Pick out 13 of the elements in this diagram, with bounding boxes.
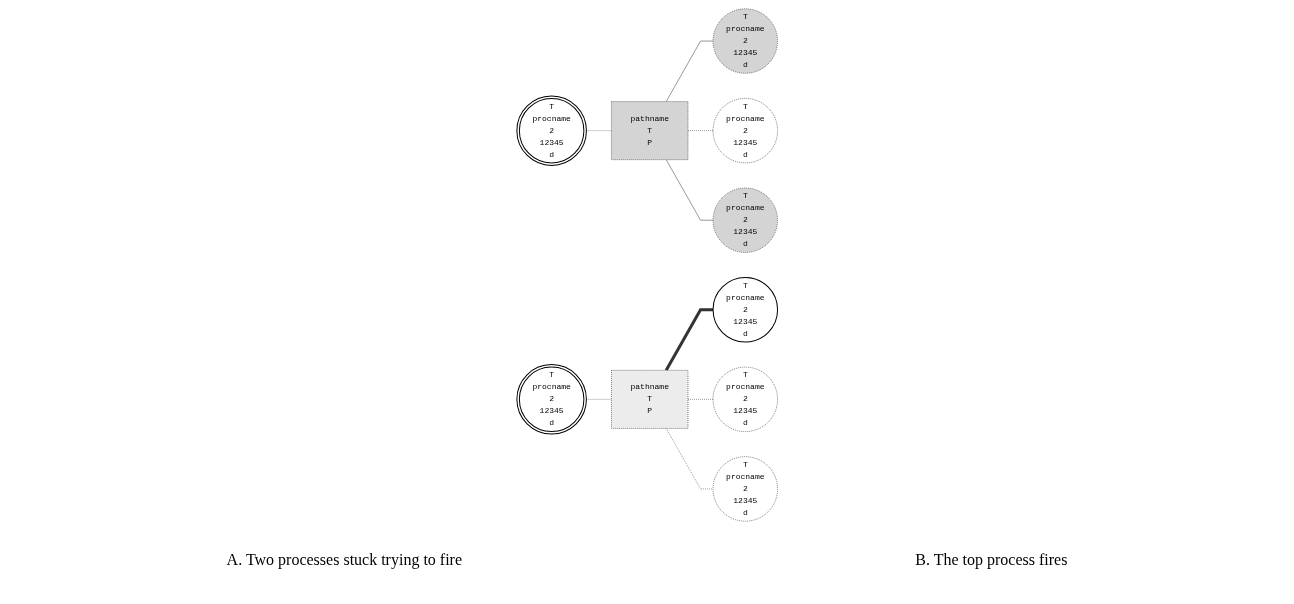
node-circle: T procname 2 12345 d: [712, 187, 778, 253]
connector: [585, 130, 612, 131]
node-circle: T procname 2 12345 d: [712, 456, 778, 522]
node-circle: T procname 2 12345 d: [712, 366, 778, 432]
connector: [585, 399, 612, 400]
node-circle: T procname 2 12345 d: [712, 277, 778, 343]
connector: [664, 308, 713, 372]
node-box: pathname T P: [611, 370, 689, 429]
node-box: pathname T P: [611, 101, 689, 160]
node-circle: T procname 2 12345 d: [712, 98, 778, 164]
caption-text: A. Two processes stuck trying to fire: [226, 551, 463, 569]
caption-text: B. The top process fires: [915, 551, 1068, 569]
node-circle: T procname 2 12345 d: [712, 8, 778, 74]
